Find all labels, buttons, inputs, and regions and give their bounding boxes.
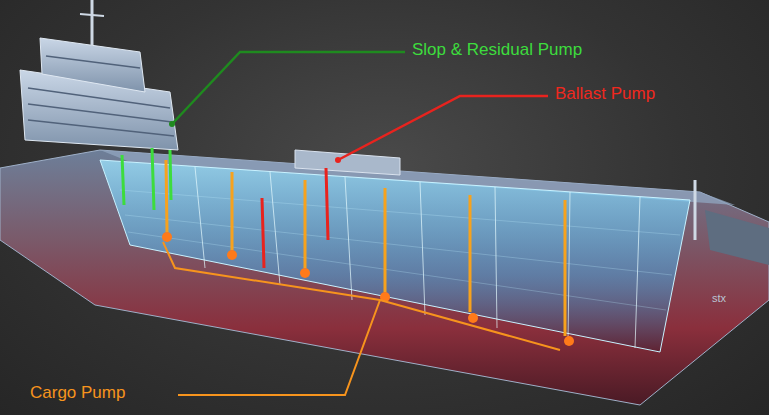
pump-callout: Ballast Pump xyxy=(555,84,655,104)
pump-callout: Cargo Pump xyxy=(30,383,125,403)
pump-callout: Slop & Residual Pump xyxy=(412,40,582,60)
hull-logo: stx xyxy=(712,292,726,305)
